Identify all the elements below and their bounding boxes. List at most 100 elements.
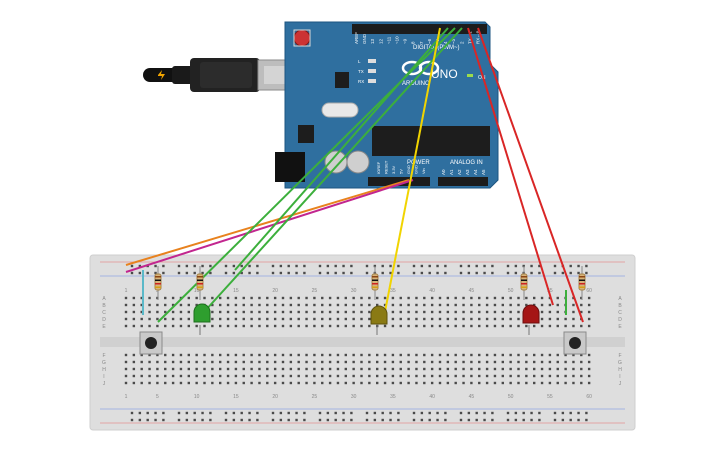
- breadboard-hole[interactable]: [478, 367, 481, 371]
- breadboard-hole[interactable]: [470, 324, 473, 328]
- rail-hole[interactable]: [224, 271, 228, 275]
- push-button-right[interactable]: [563, 331, 587, 355]
- rail-hole[interactable]: [224, 418, 228, 422]
- breadboard-hole[interactable]: [156, 324, 159, 328]
- breadboard-hole[interactable]: [407, 374, 410, 378]
- breadboard-hole[interactable]: [195, 367, 198, 371]
- rail-hole[interactable]: [240, 264, 243, 268]
- breadboard-hole[interactable]: [399, 353, 402, 357]
- breadboard-hole[interactable]: [446, 296, 450, 300]
- rail-hole[interactable]: [209, 271, 212, 275]
- breadboard-hole[interactable]: [454, 317, 457, 321]
- rail-hole[interactable]: [303, 411, 306, 415]
- breadboard-hole[interactable]: [187, 324, 190, 328]
- breadboard-hole[interactable]: [305, 317, 308, 321]
- rail-hole[interactable]: [130, 264, 134, 268]
- breadboard-hole[interactable]: [525, 360, 528, 364]
- breadboard-hole[interactable]: [132, 367, 136, 371]
- breadboard-hole[interactable]: [352, 310, 355, 314]
- breadboard-hole[interactable]: [305, 360, 308, 364]
- rail-hole[interactable]: [334, 271, 337, 275]
- breadboard-hole[interactable]: [580, 310, 583, 314]
- breadboard-hole[interactable]: [352, 367, 355, 371]
- breadboard-hole[interactable]: [132, 317, 136, 321]
- breadboard-hole[interactable]: [360, 374, 363, 378]
- breadboard-hole[interactable]: [156, 360, 159, 364]
- breadboard-hole[interactable]: [493, 353, 497, 357]
- breadboard-hole[interactable]: [164, 360, 167, 364]
- breadboard-hole[interactable]: [305, 367, 308, 371]
- breadboard-hole[interactable]: [368, 324, 371, 328]
- rail-hole[interactable]: [185, 264, 189, 268]
- breadboard-hole[interactable]: [289, 317, 293, 321]
- breadboard-hole[interactable]: [493, 310, 497, 314]
- breadboard-hole[interactable]: [234, 367, 238, 371]
- breadboard-hole[interactable]: [250, 381, 253, 385]
- rail-hole[interactable]: [475, 418, 478, 422]
- breadboard-hole[interactable]: [313, 303, 316, 307]
- breadboard-hole[interactable]: [556, 324, 559, 328]
- breadboard-hole[interactable]: [533, 303, 536, 307]
- rail-hole[interactable]: [295, 411, 298, 415]
- breadboard-hole[interactable]: [509, 367, 512, 371]
- breadboard-hole[interactable]: [376, 381, 379, 385]
- breadboard-hole[interactable]: [548, 360, 552, 364]
- breadboard-hole[interactable]: [124, 324, 128, 328]
- rail-hole[interactable]: [459, 418, 463, 422]
- breadboard-hole[interactable]: [501, 317, 504, 321]
- wire-magenta-gnd[interactable]: [125, 179, 414, 273]
- breadboard-hole[interactable]: [446, 353, 450, 357]
- rail-hole[interactable]: [522, 418, 525, 422]
- breadboard-hole[interactable]: [211, 374, 214, 378]
- breadboard-hole[interactable]: [195, 360, 198, 364]
- rail-hole[interactable]: [287, 418, 290, 422]
- breadboard-hole[interactable]: [226, 310, 230, 314]
- breadboard-hole[interactable]: [415, 296, 418, 300]
- breadboard-hole[interactable]: [462, 296, 465, 300]
- rail-hole[interactable]: [287, 271, 290, 275]
- breadboard-hole[interactable]: [124, 353, 128, 357]
- breadboard-hole[interactable]: [470, 381, 473, 385]
- breadboard-hole[interactable]: [258, 303, 261, 307]
- breadboard-hole[interactable]: [352, 317, 355, 321]
- breadboard-hole[interactable]: [148, 303, 151, 307]
- breadboard-hole[interactable]: [509, 381, 512, 385]
- breadboard-hole[interactable]: [564, 317, 567, 321]
- breadboard-hole[interactable]: [368, 381, 371, 385]
- breadboard-hole[interactable]: [368, 317, 371, 321]
- rail-hole[interactable]: [428, 418, 431, 422]
- breadboard-hole[interactable]: [556, 353, 559, 357]
- breadboard-hole[interactable]: [572, 374, 575, 378]
- breadboard-hole[interactable]: [273, 296, 277, 300]
- breadboard-hole[interactable]: [407, 381, 410, 385]
- breadboard-hole[interactable]: [587, 324, 591, 328]
- breadboard-hole[interactable]: [266, 381, 269, 385]
- breadboard-hole[interactable]: [556, 367, 559, 371]
- breadboard-hole[interactable]: [572, 367, 575, 371]
- breadboard-hole[interactable]: [501, 353, 504, 357]
- breadboard-hole[interactable]: [352, 381, 355, 385]
- rail-hole[interactable]: [553, 418, 557, 422]
- breadboard-hole[interactable]: [195, 324, 198, 328]
- breadboard-hole[interactable]: [587, 360, 591, 364]
- breadboard-hole[interactable]: [305, 353, 308, 357]
- rail-hole[interactable]: [248, 264, 251, 268]
- rail-hole[interactable]: [530, 411, 533, 415]
- breadboard-hole[interactable]: [540, 303, 544, 307]
- breadboard-hole[interactable]: [242, 360, 245, 364]
- breadboard-hole[interactable]: [336, 303, 340, 307]
- breadboard-hole[interactable]: [501, 303, 504, 307]
- breadboard-hole[interactable]: [391, 303, 395, 307]
- rail-hole[interactable]: [538, 418, 541, 422]
- breadboard-hole[interactable]: [242, 317, 245, 321]
- breadboard-hole[interactable]: [234, 310, 238, 314]
- rail-hole[interactable]: [201, 271, 204, 275]
- breadboard-hole[interactable]: [219, 374, 222, 378]
- breadboard-hole[interactable]: [344, 367, 347, 371]
- breadboard-hole[interactable]: [415, 367, 418, 371]
- rail-hole[interactable]: [577, 418, 580, 422]
- breadboard-hole[interactable]: [407, 296, 410, 300]
- breadboard-hole[interactable]: [376, 303, 379, 307]
- rail-hole[interactable]: [530, 418, 533, 422]
- breadboard-hole[interactable]: [297, 353, 300, 357]
